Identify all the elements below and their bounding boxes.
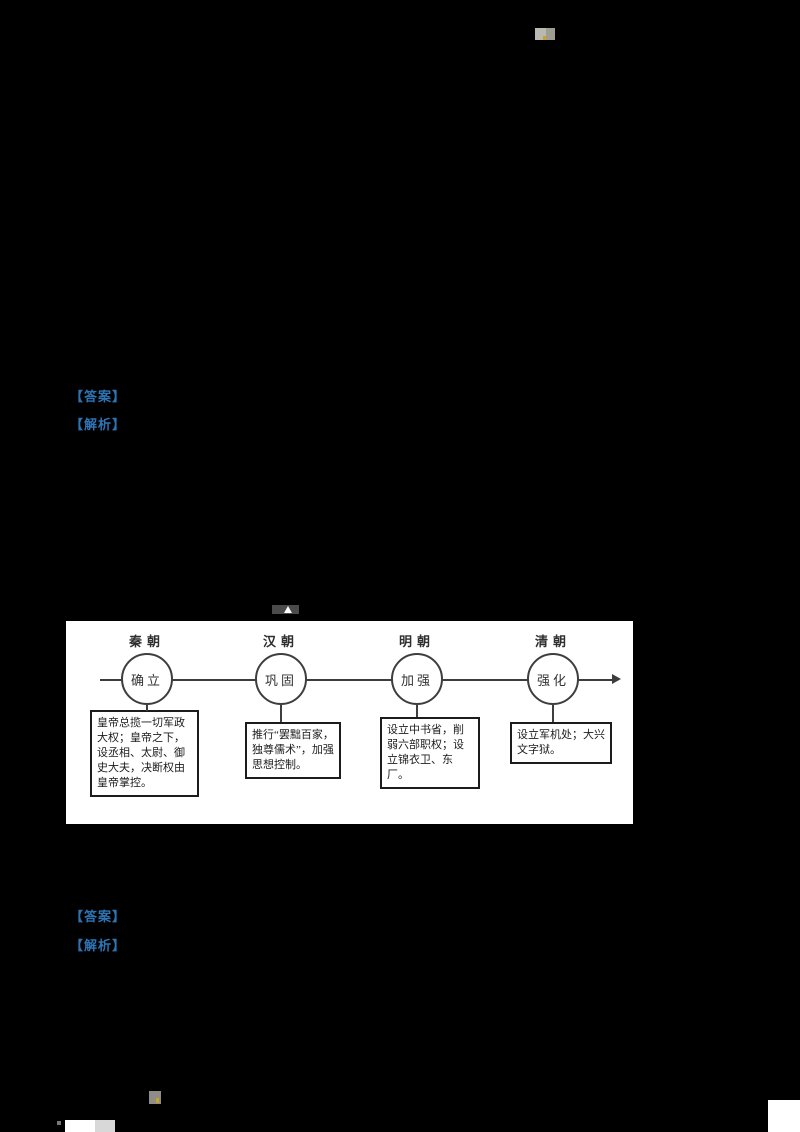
connector-line [280, 705, 282, 722]
connector-line [416, 705, 418, 717]
image-fragment-icon [535, 28, 555, 40]
dynasty-label-han: 汉朝 [262, 634, 299, 649]
dynasty-label-ming: 明朝 [398, 634, 435, 649]
note-box-ming: 设立中书省，削弱六部职权；设立锦衣卫、东厂。 [380, 717, 480, 789]
note-box-han: 推行“罢黜百家，独尊儒术”，加强思想控制。 [245, 722, 341, 779]
page-edge-fragment [768, 1100, 800, 1132]
note-box-qing: 设立军机处；大兴文字狱。 [510, 722, 612, 764]
connector-line [552, 705, 554, 722]
answer-label: 【答案】 [70, 389, 127, 404]
answer-label: 【答案】 [70, 909, 127, 924]
dynasty-label-qin: 秦朝 [128, 634, 165, 649]
image-fragment-icon [149, 1091, 161, 1104]
stage-circle-intensify: 强化 [527, 653, 579, 705]
stage-circle-strengthen: 加强 [391, 653, 443, 705]
note-box-qin: 皇帝总揽一切军政大权；皇帝之下，设丞相、太尉、御史大夫，决断权由皇帝掌控。 [90, 710, 199, 797]
stage-circle-establish: 确立 [121, 653, 173, 705]
stage-circle-consolidate: 巩固 [255, 653, 307, 705]
connector-line [146, 705, 148, 711]
timeline-axis [100, 679, 612, 681]
scan-noise-dot [57, 1121, 61, 1125]
timeline-arrowhead-icon [612, 674, 621, 684]
analysis-label: 【解析】 [70, 938, 127, 953]
page-edge-fragment [65, 1120, 115, 1132]
image-fragment-icon [272, 605, 299, 614]
analysis-label: 【解析】 [70, 417, 127, 432]
dynasty-label-qing: 清朝 [534, 634, 571, 649]
timeline-diagram-panel: 秦朝 汉朝 明朝 清朝 确立 巩固 加强 强化 皇帝总揽一切军政大权；皇帝之下，… [66, 621, 633, 824]
